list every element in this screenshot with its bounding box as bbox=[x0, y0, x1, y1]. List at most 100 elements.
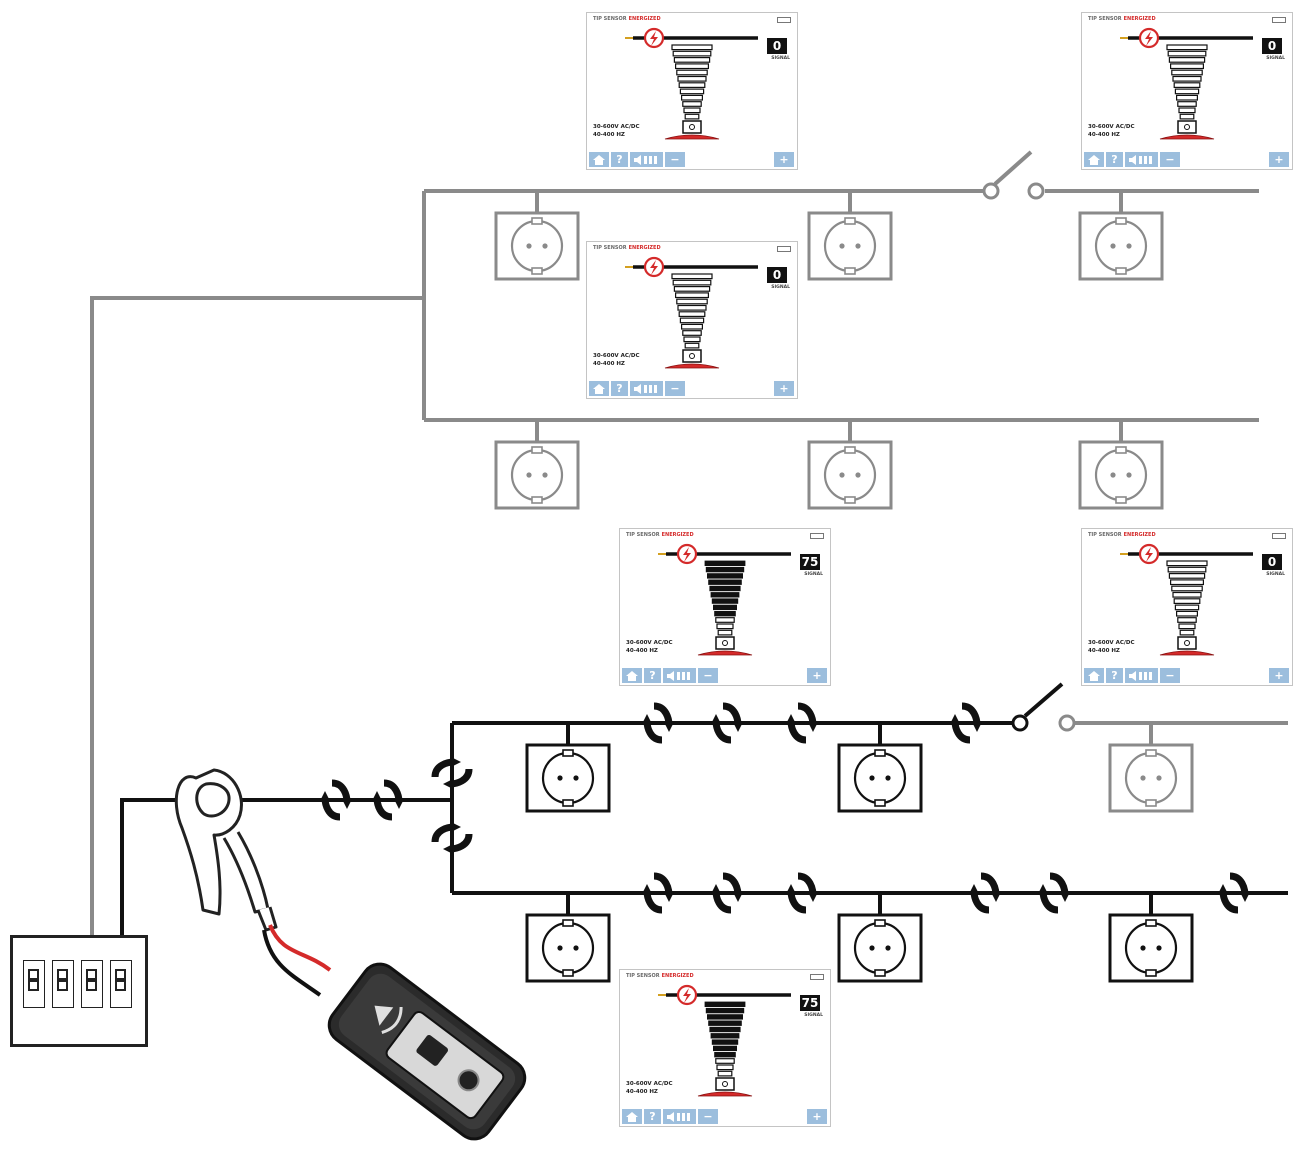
gauge-segment bbox=[1178, 623, 1196, 630]
minus-button[interactable]: − bbox=[665, 381, 685, 396]
signal-readout: 0 bbox=[1262, 554, 1282, 570]
sensor-body bbox=[715, 636, 735, 650]
home-icon bbox=[593, 154, 605, 165]
switched-segment-gray bbox=[1075, 721, 1288, 745]
minus-button[interactable]: − bbox=[698, 668, 718, 683]
status-label: ENERGIZED bbox=[1123, 16, 1156, 22]
gauge-segment bbox=[680, 94, 703, 101]
plus-button[interactable]: + bbox=[1269, 152, 1289, 167]
volume-icon bbox=[666, 670, 690, 681]
gauge-segment bbox=[1172, 75, 1202, 82]
spec-voltage: 30-600V AC/DC bbox=[593, 124, 640, 130]
status-label: ENERGIZED bbox=[1123, 532, 1156, 538]
gauge-segment bbox=[707, 573, 744, 579]
feed-wire-gray bbox=[90, 296, 424, 935]
signal-label: SIGNAL bbox=[804, 1013, 823, 1018]
help-button[interactable]: ? bbox=[611, 381, 628, 396]
battery-icon bbox=[777, 246, 791, 252]
switch-open-black bbox=[1011, 682, 1064, 732]
sensor-base bbox=[1159, 650, 1215, 656]
volume-button[interactable] bbox=[663, 668, 696, 683]
battery-icon bbox=[1272, 17, 1286, 23]
help-button[interactable]: ? bbox=[1106, 152, 1123, 167]
help-button[interactable]: ? bbox=[644, 668, 661, 683]
sensor-label: TIP SENSOR bbox=[593, 245, 627, 251]
gauge-segment bbox=[1171, 69, 1203, 76]
gauge-segment bbox=[713, 604, 738, 611]
help-button[interactable]: ? bbox=[1106, 668, 1123, 683]
home-button[interactable] bbox=[622, 1109, 642, 1124]
outlet bbox=[1078, 440, 1164, 510]
gauge-segment bbox=[708, 579, 742, 585]
signal-gauge bbox=[658, 543, 791, 656]
gauge-segment bbox=[678, 311, 706, 317]
outlet bbox=[1078, 211, 1164, 281]
spec-voltage: 30-600V AC/DC bbox=[1088, 640, 1135, 646]
volume-icon bbox=[633, 383, 657, 394]
signal-label: SIGNAL bbox=[771, 56, 790, 61]
minus-button[interactable]: − bbox=[1160, 668, 1180, 683]
plus-button[interactable]: + bbox=[774, 152, 794, 167]
gauge-segment bbox=[674, 63, 709, 70]
gauge-segment bbox=[1174, 604, 1200, 611]
help-button[interactable]: ? bbox=[611, 152, 628, 167]
plus-button[interactable]: + bbox=[774, 381, 794, 396]
spec-voltage: 30-600V AC/DC bbox=[626, 640, 673, 646]
sensor-body bbox=[682, 120, 702, 134]
spec-frequency: 40-400 HZ bbox=[1088, 648, 1120, 654]
home-button[interactable] bbox=[622, 668, 642, 683]
gauge-segment bbox=[671, 44, 713, 51]
gauge-segment bbox=[710, 592, 740, 598]
home-button[interactable] bbox=[1084, 668, 1104, 683]
sensor-body bbox=[1177, 120, 1197, 134]
signal-gauge bbox=[625, 27, 758, 140]
home-icon bbox=[626, 670, 638, 681]
signal-gauge bbox=[625, 256, 758, 369]
status-label: ENERGIZED bbox=[628, 16, 661, 22]
home-icon bbox=[593, 383, 605, 394]
home-button[interactable] bbox=[589, 152, 609, 167]
signal-readout: 0 bbox=[1262, 38, 1282, 54]
home-button[interactable] bbox=[589, 381, 609, 396]
gauge-segment bbox=[704, 1001, 746, 1007]
gauge-segment bbox=[677, 75, 707, 82]
home-button[interactable] bbox=[1084, 152, 1104, 167]
sensor-body bbox=[1177, 636, 1197, 650]
plus-button[interactable]: + bbox=[807, 668, 827, 683]
volume-button[interactable] bbox=[630, 381, 663, 396]
gauge-segment bbox=[1177, 617, 1197, 623]
gauge-segment bbox=[1175, 94, 1198, 101]
minus-button[interactable]: − bbox=[1160, 152, 1180, 167]
gauge-segment bbox=[680, 323, 703, 330]
volume-button[interactable] bbox=[630, 152, 663, 167]
gauge-segment bbox=[710, 1033, 740, 1039]
gauge-segment bbox=[1173, 82, 1201, 88]
volume-button[interactable] bbox=[663, 1109, 696, 1124]
gauge-segment bbox=[677, 304, 707, 311]
minus-button[interactable]: − bbox=[698, 1109, 718, 1124]
gauge-segment bbox=[1173, 598, 1201, 604]
outlet bbox=[494, 211, 580, 281]
gauge-segment bbox=[679, 88, 705, 95]
status-label: ENERGIZED bbox=[628, 245, 661, 251]
gauge-segment bbox=[683, 107, 701, 114]
volume-button[interactable] bbox=[1125, 152, 1158, 167]
sensor-label: TIP SENSOR bbox=[626, 532, 660, 538]
signal-gauge bbox=[1120, 27, 1253, 140]
sensor-label: TIP SENSOR bbox=[1088, 532, 1122, 538]
gauge-segment bbox=[684, 342, 700, 349]
plus-button[interactable]: + bbox=[1269, 668, 1289, 683]
volume-button[interactable] bbox=[1125, 668, 1158, 683]
plus-button[interactable]: + bbox=[807, 1109, 827, 1124]
minus-button[interactable]: − bbox=[665, 152, 685, 167]
volume-icon bbox=[633, 154, 657, 165]
help-button[interactable]: ? bbox=[644, 1109, 661, 1124]
